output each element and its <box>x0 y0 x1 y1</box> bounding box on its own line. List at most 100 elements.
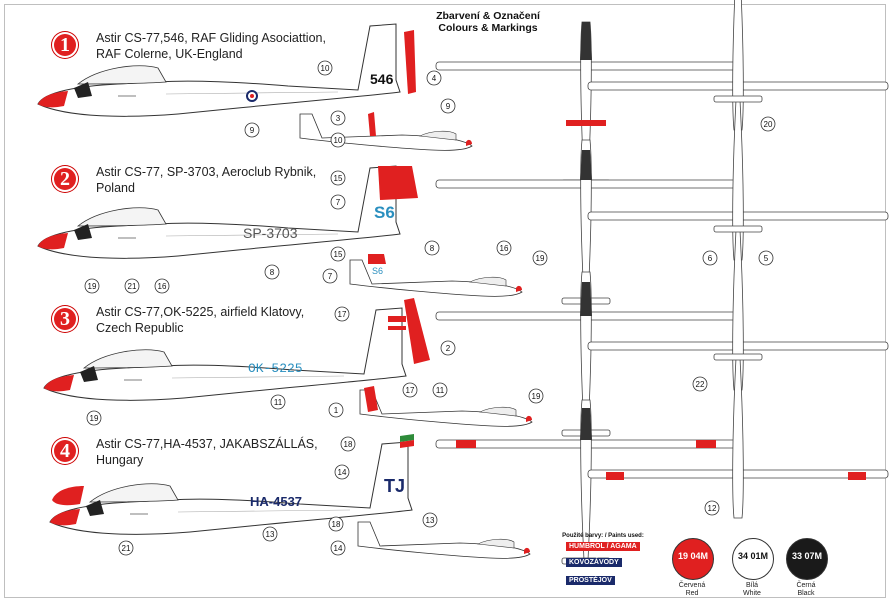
callout-circle <box>86 410 102 426</box>
sheet-frame <box>4 4 886 598</box>
paint-brand: HUMBROL / AGAMA <box>566 542 640 551</box>
callout-number: 18 <box>332 520 341 529</box>
tail-code-text: S6 <box>374 203 395 222</box>
callout-number: 11 <box>274 398 283 407</box>
variant-caption: RAF Colerne, UK-England <box>96 47 243 61</box>
callout-number: 13 <box>266 530 275 539</box>
callout-number: 5 <box>764 254 769 263</box>
callout-number: 15 <box>334 250 343 259</box>
variant-caption: Hungary <box>96 453 144 467</box>
callout-circle <box>154 278 170 294</box>
tail-code-text: TJ <box>384 476 405 496</box>
callout-circle <box>270 394 286 410</box>
callout-number: 14 <box>338 468 347 477</box>
callout-number: 11 <box>436 386 445 395</box>
variant-caption: Astir CS-77, SP-3703, Aeroclub Rybnik, <box>96 165 317 179</box>
callout-number: 17 <box>406 386 415 395</box>
callout-number: 6 <box>708 254 713 263</box>
variant-caption: Astir CS-77,546, RAF Gliding Asociattion… <box>96 31 326 45</box>
callout-circle <box>330 194 346 210</box>
callout-circle <box>532 250 548 266</box>
paints-header: Použité barvy: / Paints used: <box>562 533 644 539</box>
callout-circle <box>440 340 456 356</box>
callout-number: 21 <box>122 544 131 553</box>
sheet-title: Zbarvení & Označení Colours & Markings <box>436 10 540 34</box>
variant-number-badge: 4 <box>52 438 78 464</box>
paint-swatch: 19 04M <box>672 538 714 580</box>
callout-circle <box>118 540 134 556</box>
callout-number: 21 <box>128 282 137 291</box>
paints-panel: Použité barvy: / Paints used: <box>548 533 658 539</box>
variant-number-badge: 3 <box>52 306 78 332</box>
variant-caption: Astir CS-77,OK-5225, airfield Klatovy, <box>96 305 305 319</box>
callout-number: 18 <box>344 440 353 449</box>
callout-number: 7 <box>336 198 341 207</box>
variant-number-badge: 2 <box>52 166 78 192</box>
callout-number: 10 <box>334 136 343 145</box>
callout-circle <box>340 436 356 452</box>
callout-circle <box>322 268 338 284</box>
callout-number: 13 <box>426 516 435 525</box>
registration-text: 546 <box>370 71 394 87</box>
top-view-4 <box>435 353 889 565</box>
paint-code: 34 01M <box>737 551 769 561</box>
callout-number: 9 <box>446 102 451 111</box>
callout-number: 4 <box>432 74 437 83</box>
tail-code-small: S6 <box>372 266 383 276</box>
callout-number: 14 <box>334 544 343 553</box>
paint-swatch: 34 01M <box>732 538 774 580</box>
callout-circle <box>244 122 260 138</box>
callout-circle <box>528 388 544 404</box>
registration-text: SP-3703 <box>243 225 298 241</box>
callout-number: 10 <box>321 64 330 73</box>
callout-number: 19 <box>90 414 99 423</box>
callout-number: 20 <box>764 120 773 129</box>
callout-number: 1 <box>334 406 339 415</box>
callout-circle <box>317 60 333 76</box>
callout-number: 19 <box>536 254 545 263</box>
callout-circle <box>402 382 418 398</box>
callout-number: 2 <box>446 344 451 353</box>
callout-number: 16 <box>158 282 167 291</box>
variant-caption: Poland <box>96 181 135 195</box>
callout-circle <box>330 540 346 556</box>
callout-circle <box>496 240 512 256</box>
top-view-1 <box>435 0 889 187</box>
callout-circle <box>330 246 346 262</box>
callout-number: 19 <box>532 392 541 401</box>
callout-circle <box>330 170 346 186</box>
paint-swatch: 33 07M <box>786 538 828 580</box>
callout-circle <box>124 278 140 294</box>
callout-number: 19 <box>88 282 97 291</box>
top-view-3 <box>435 225 889 437</box>
variant-caption: Astir CS-77,HA-4537, JAKABSZÁLLÁS, <box>96 437 318 451</box>
registration-text: OK-5225 <box>248 361 303 376</box>
callout-circle <box>426 70 442 86</box>
callout-circle <box>704 500 720 516</box>
callout-circle <box>334 306 350 322</box>
callout-circle <box>264 264 280 280</box>
callout-circle <box>424 240 440 256</box>
callout-circle <box>440 98 456 114</box>
variant-number-badge: 1 <box>52 32 78 58</box>
callout-number: 15 <box>334 174 343 183</box>
callout-circle <box>262 526 278 542</box>
callout-circle <box>692 376 708 392</box>
callout-number: 16 <box>500 244 509 253</box>
callout-number: 17 <box>338 310 347 319</box>
callout-circle <box>328 516 344 532</box>
callout-number: 7 <box>328 272 333 281</box>
callout-number: 3 <box>336 114 341 123</box>
callout-number: 8 <box>430 244 435 253</box>
callout-circle <box>422 512 438 528</box>
top-view-2 <box>435 95 889 305</box>
callout-circle <box>758 250 774 266</box>
callout-number: 22 <box>696 380 705 389</box>
paint-brand: KOVOZÁVODY <box>566 558 622 567</box>
callout-circle <box>84 278 100 294</box>
callout-circle <box>330 110 346 126</box>
